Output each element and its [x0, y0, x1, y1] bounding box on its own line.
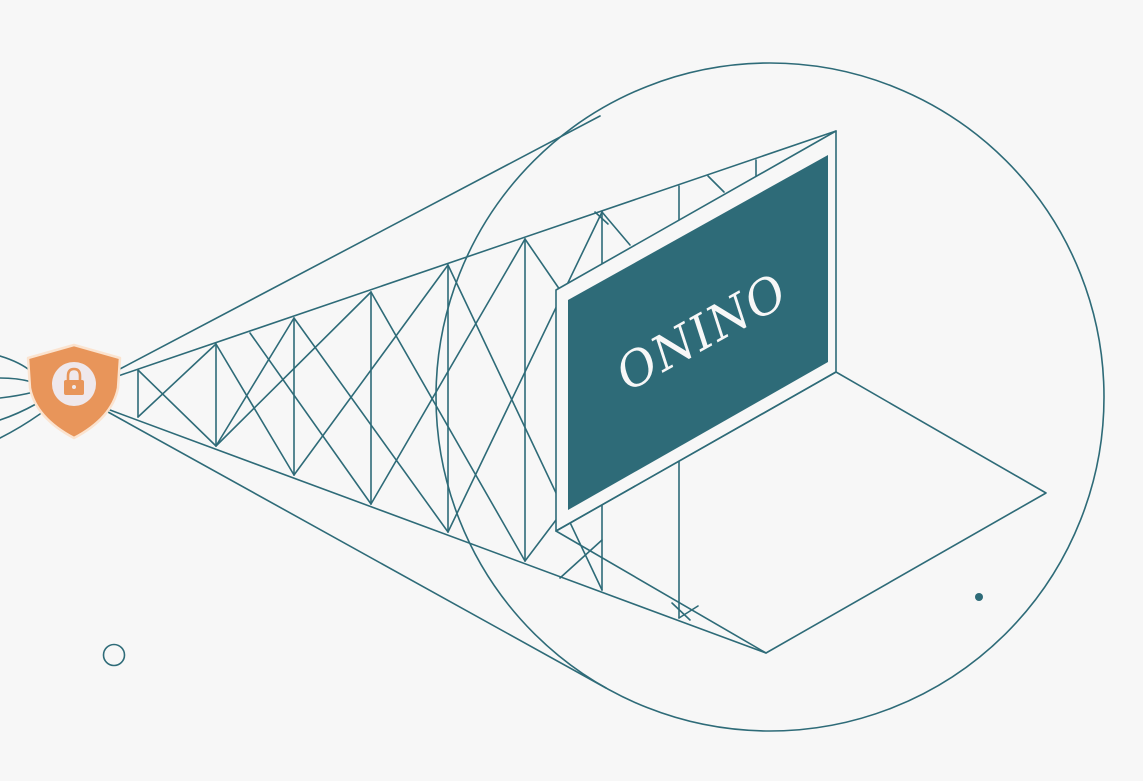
large-circle [435, 62, 1105, 732]
shield-lock-icon [0, 343, 122, 440]
lock-icon [64, 367, 84, 395]
laptop-screen [568, 155, 828, 510]
ring-icon [102, 643, 126, 667]
laptop: ONINO [555, 130, 1047, 654]
cone-outer-lines [107, 115, 607, 689]
truss-beam [109, 130, 837, 654]
laptop-base [555, 371, 1047, 654]
dot-icon [975, 593, 983, 601]
